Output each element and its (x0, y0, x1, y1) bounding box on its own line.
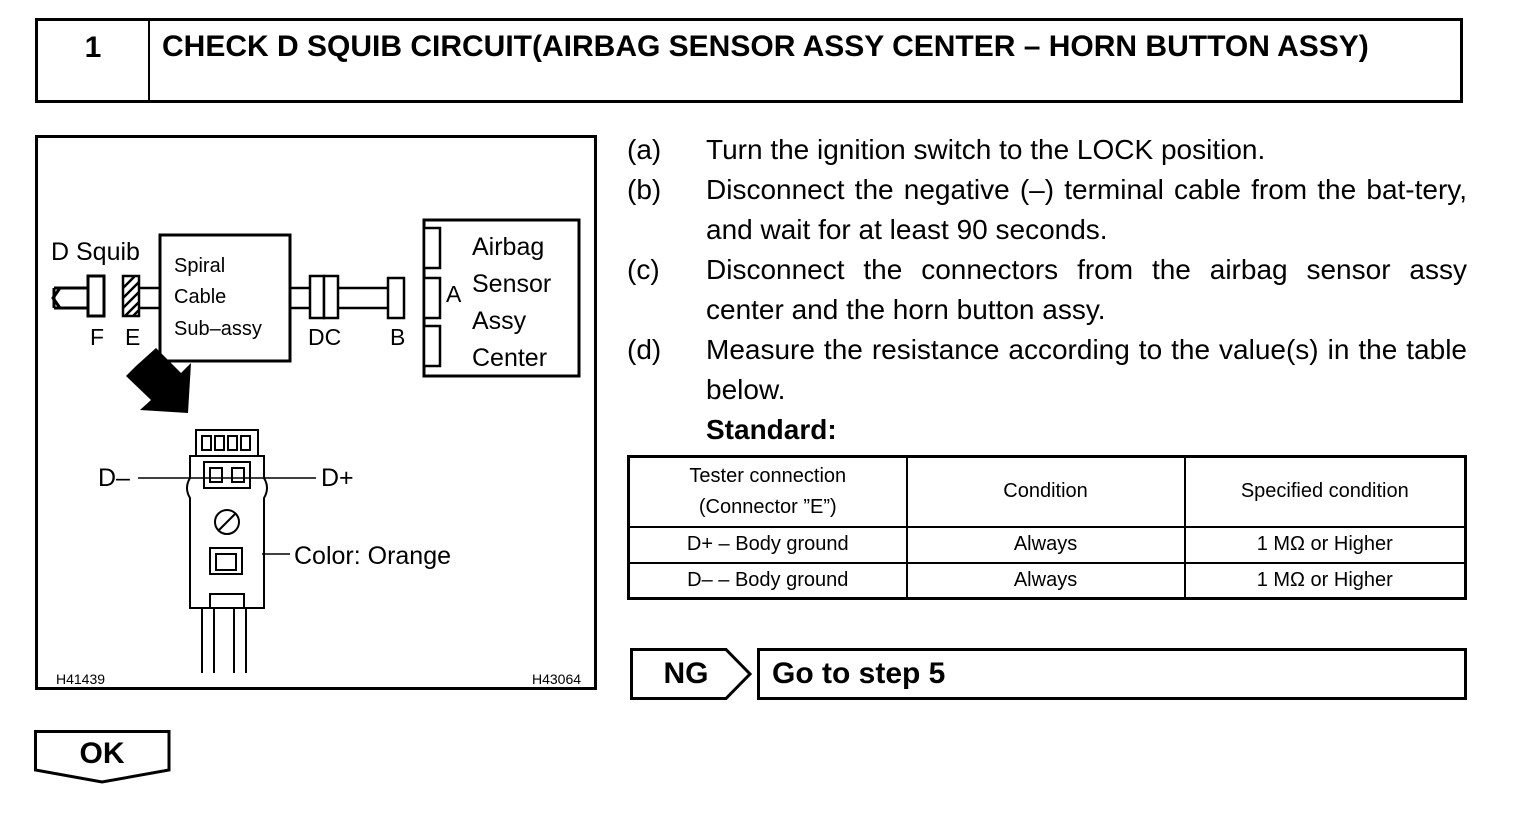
ok-label: OK (79, 737, 125, 770)
label-e: E (125, 324, 140, 350)
airbag-sensor-box (422, 218, 581, 378)
cell-connection: D– – Body ground (627, 561, 908, 600)
instruction-text: Turn the ignition switch to the LOCK pos… (706, 134, 1266, 165)
table-row: D– – Body ground Always 1 MΩ or Higher (627, 561, 1467, 600)
connector-dc (290, 274, 388, 320)
label-airbag: Airbag (472, 233, 544, 261)
instruction-item: (a) Turn the ignition switch to the LOCK… (627, 130, 1467, 170)
figure-code-left: H41439 (56, 671, 105, 687)
label-a: A (446, 281, 462, 307)
label-color: Color: Orange (294, 542, 451, 570)
label-b: B (390, 324, 405, 350)
spec-table: Tester connection (Connector ”E”) Condit… (627, 455, 1467, 600)
step-title: CHECK D SQUIB CIRCUIT(AIRBAG SENSOR ASSY… (162, 30, 1369, 63)
instruction-item: (c) Disconnect the connectors from the a… (627, 250, 1467, 330)
instruction-letter: (c) (627, 254, 660, 285)
step-header: 1 CHECK D SQUIB CIRCUIT(AIRBAG SENSOR AS… (35, 18, 1463, 103)
cell-specified: 1 MΩ or Higher (1183, 525, 1467, 564)
ng-label: NG (663, 657, 709, 690)
instruction-item: (b) Disconnect the negative (–) terminal… (627, 170, 1467, 250)
label-d-minus: D– (98, 464, 130, 492)
cell-connection: D+ – Body ground (627, 525, 908, 564)
figure-code-right: H43064 (532, 671, 581, 687)
figure-drawing: D Squib Spiral Cable Sub–assy F E DC B A… (51, 218, 581, 687)
spiral-cable-box (158, 233, 292, 363)
instruction-item: (d) Measure the resistance according to … (627, 330, 1467, 410)
step-number: 1 (38, 21, 150, 100)
header-tester-line2: (Connector ”E”) (698, 495, 837, 518)
cell-condition: Always (905, 561, 1186, 600)
wiring-figure: D Squib Spiral Cable Sub–assy F E DC B A… (35, 135, 597, 690)
header-tester-line1: Tester connection (689, 464, 847, 487)
instruction-text: Disconnect the connectors from the airba… (706, 254, 1467, 325)
label-d-squib: D Squib (51, 238, 140, 266)
label-f: F (90, 324, 104, 350)
d-squib-connector (51, 274, 106, 318)
ok-tag: OK (34, 730, 172, 785)
label-center: Center (472, 344, 547, 372)
connector-e (121, 274, 160, 318)
pointer-arrow-icon (126, 348, 191, 413)
instruction-letter: (a) (627, 134, 662, 165)
instruction-list: (a) Turn the ignition switch to the LOCK… (627, 130, 1467, 450)
label-cable: Cable (174, 286, 226, 308)
cell-specified: 1 MΩ or Higher (1183, 561, 1467, 600)
standard-label: Standard: (706, 414, 837, 445)
ng-arrow-shape (630, 648, 752, 700)
label-d-plus: D+ (321, 464, 354, 492)
instruction-letter: (b) (627, 174, 662, 205)
instruction-text: Measure the resistance according to the … (706, 334, 1467, 405)
label-dc: DC (308, 324, 341, 350)
ng-next-step: Go to step 5 (757, 648, 1467, 700)
ng-tag: NG (630, 648, 752, 700)
cell-condition: Always (905, 525, 1186, 564)
label-assy: Assy (472, 307, 527, 335)
table-header-row: Tester connection (Connector ”E”) Condit… (627, 455, 1467, 528)
header-tester-connection: Tester connection (Connector ”E”) (627, 455, 908, 528)
instruction-text: Disconnect the negative (–) terminal cab… (706, 174, 1467, 245)
label-sensor: Sensor (472, 270, 551, 298)
ok-arrow-shape (34, 730, 171, 784)
header-condition: Condition (905, 455, 1186, 528)
connector-e-detail (186, 429, 268, 673)
instruction-letter: (d) (627, 334, 662, 365)
label-spiral: Spiral (174, 255, 225, 277)
header-specified-condition: Specified condition (1183, 455, 1467, 528)
connector-b (386, 276, 406, 320)
label-sub-assy: Sub–assy (174, 318, 262, 340)
table-row: D+ – Body ground Always 1 MΩ or Higher (627, 525, 1467, 564)
